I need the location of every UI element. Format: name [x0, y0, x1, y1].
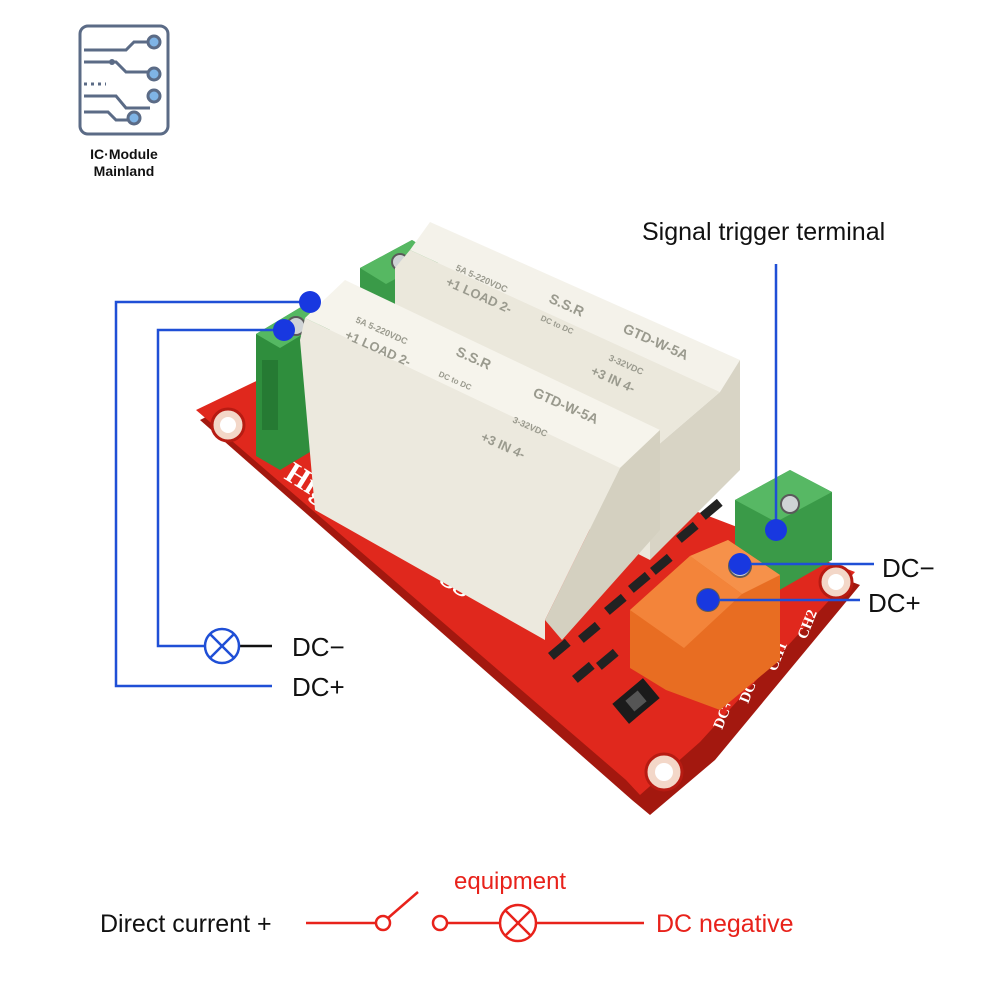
ic-module-logo-icon	[78, 24, 170, 136]
mounting-hole	[818, 564, 854, 600]
wiring-lines	[114, 264, 874, 688]
switch-icon	[306, 891, 500, 932]
jumper-header	[612, 678, 660, 724]
legend-circuit: Direct current + equipment DC negative	[100, 868, 794, 943]
label-dc-plus-left: DC+	[292, 672, 345, 702]
legend-equipment: equipment	[454, 868, 566, 895]
label-dc-minus-left: DC−	[292, 632, 345, 662]
smd-components	[548, 498, 723, 683]
wire-dc-minus-left	[156, 328, 284, 648]
equipment-lamp-icon	[498, 903, 644, 943]
label-signal-trigger-terminal: Signal trigger terminal	[642, 218, 885, 246]
mounting-hole	[644, 752, 684, 792]
wire-dc-plus-left	[114, 300, 310, 688]
mounting-hole	[210, 407, 246, 443]
label-dc-minus-right: DC−	[882, 553, 935, 583]
legend-dc-negative: DC negative	[656, 910, 794, 938]
logo-line2: Mainland	[94, 163, 155, 179]
label-dc-plus-right: DC+	[868, 588, 921, 618]
logo-line1: IC·Module	[90, 146, 158, 162]
legend-direct-current: Direct current +	[100, 910, 272, 938]
lamp-icon	[203, 627, 241, 665]
connection-dots	[273, 291, 787, 611]
